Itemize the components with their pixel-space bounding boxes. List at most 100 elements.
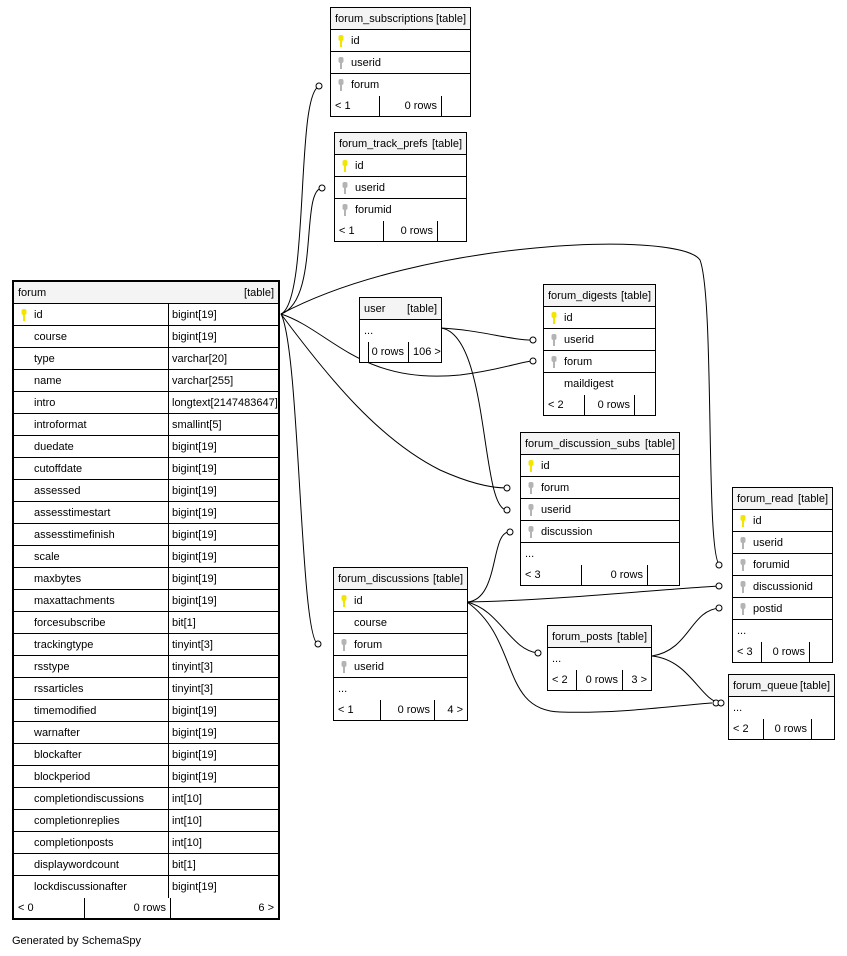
column-name: userid <box>354 660 384 673</box>
table-title: forum_read <box>737 492 794 505</box>
column-row[interactable]: userid <box>334 656 467 678</box>
column-name: userid <box>564 333 594 346</box>
footer-rows: 0 rows <box>368 342 408 362</box>
table-header: forum_posts[table] <box>548 626 651 648</box>
column-name: discussionid <box>753 580 813 593</box>
column-name: name <box>34 374 62 387</box>
column-row[interactable]: forum <box>331 74 470 96</box>
edge-end-marker <box>503 484 511 492</box>
column-row[interactable]: postid <box>733 598 832 620</box>
column-row[interactable]: userid <box>331 52 470 74</box>
column-row[interactable]: id <box>335 155 466 177</box>
column-type: int[10] <box>168 810 278 831</box>
column-row[interactable]: ... <box>548 648 651 670</box>
column-name: forum <box>351 79 380 91</box>
column-row[interactable]: forumid <box>733 554 832 576</box>
column-row[interactable]: forum <box>521 477 679 499</box>
column-name: scale <box>34 550 60 563</box>
column-name: maildigest <box>564 378 614 390</box>
column-name: blockperiod <box>34 770 91 783</box>
column-name: displaywordcount <box>34 858 119 871</box>
column-row[interactable]: ... <box>521 543 679 565</box>
edge-read-forum <box>280 243 721 566</box>
edge-end-marker <box>529 336 537 344</box>
column-row[interactable]: ... <box>733 620 832 642</box>
column-type: bigint[19] <box>168 700 278 721</box>
footer-parents: < 3 <box>525 569 541 581</box>
column-row[interactable]: ... <box>334 678 467 700</box>
column-row[interactable]: discussionid <box>733 576 832 598</box>
column-row[interactable]: ... <box>360 320 441 342</box>
column-type: varchar[20] <box>168 348 278 369</box>
foreign-key-icon <box>738 536 748 550</box>
column-row[interactable]: userid <box>733 532 832 554</box>
column-row[interactable]: userid <box>521 499 679 521</box>
column-row[interactable]: forum <box>334 634 467 656</box>
column-type: tinyint[3] <box>168 656 278 677</box>
column-row[interactable]: forumid <box>335 199 466 221</box>
column-name: ... <box>338 683 348 695</box>
foreign-key-icon <box>738 580 748 594</box>
column-row[interactable]: id <box>544 307 655 329</box>
column-name: userid <box>541 503 571 516</box>
column-name: ... <box>733 702 743 714</box>
column-row[interactable]: id <box>334 590 467 612</box>
column-row[interactable]: discussion <box>521 521 679 543</box>
column-row[interactable]: userid <box>335 177 466 199</box>
edge-queue-discussion <box>466 601 713 713</box>
foreign-key-icon <box>526 525 536 539</box>
table-title: forum_queue <box>733 679 798 692</box>
footer-rows: 0 rows <box>380 700 434 720</box>
column-row[interactable]: course <box>334 612 467 634</box>
column-row[interactable]: ... <box>729 697 834 719</box>
column-row[interactable]: userid <box>544 329 655 351</box>
column-row[interactable]: id <box>331 30 470 52</box>
column-name: course <box>354 616 388 629</box>
column-row[interactable]: id <box>521 455 679 477</box>
column-name: id <box>354 594 363 607</box>
column-row[interactable]: maildigest <box>544 373 655 395</box>
foreign-key-icon <box>526 481 536 495</box>
column-row[interactable]: forum <box>544 351 655 373</box>
column-row[interactable]: id <box>733 510 832 532</box>
footer-parents: < 3 <box>737 646 753 658</box>
